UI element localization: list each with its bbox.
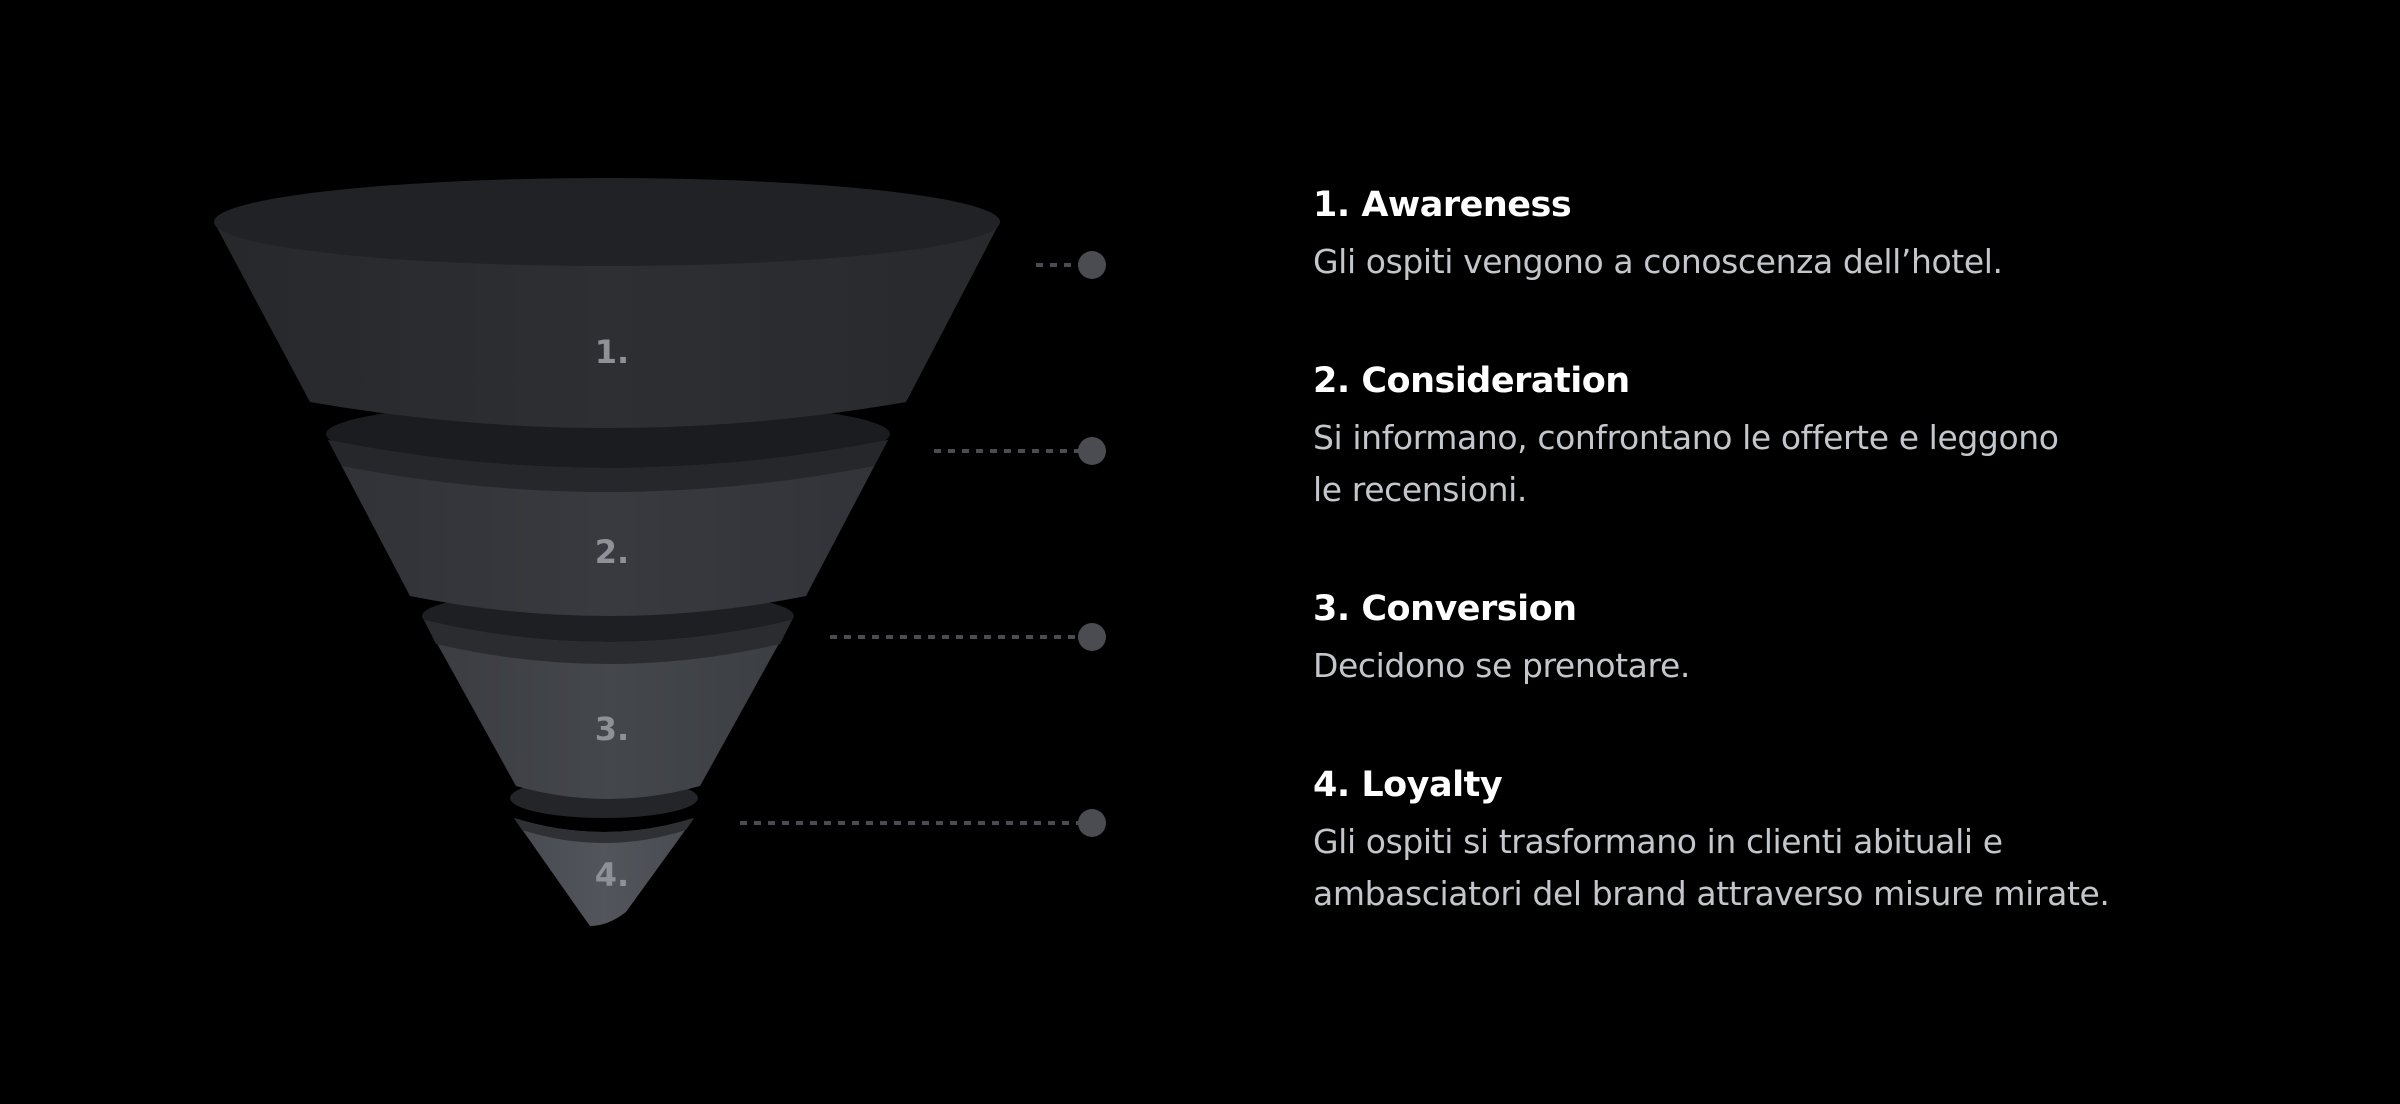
connector-3 [830,623,1106,651]
step-4-description: Gli ospiti si trasformano in clienti abi… [1313,822,2110,913]
funnel-stage-2-number: 2. [595,533,629,571]
step-consideration: 2. Consideration Si informano, confronta… [1313,358,2193,516]
funnel-stage-3: 3. [422,589,794,799]
step-3-description: Decidono se prenotare. [1313,646,1690,685]
connector-4-dot [1078,809,1106,837]
step-awareness: 1. Awareness Gli ospiti vengono a conosc… [1313,182,2193,288]
connector-2 [934,437,1106,465]
step-conversion: 3. Conversion Decidono se prenotare. [1313,586,2193,692]
step-3-title: 3. Conversion [1313,589,1577,629]
funnel-stage-1: 1. [214,178,1000,428]
funnel-stage-4-number: 4. [595,856,629,894]
funnel-stage-2: 2. [326,400,890,616]
step-2-description: Si informano, confrontano le offerte e l… [1313,418,2059,509]
connector-1 [1036,251,1106,279]
connector-1-dot [1078,251,1106,279]
connector-4 [740,809,1106,837]
funnel-stage-4: 4. [510,778,698,926]
step-1-title: 1. Awareness [1313,185,1572,225]
step-2-title: 2. Consideration [1313,361,1630,401]
step-loyalty: 4. Loyalty Gli ospiti si trasformano in … [1313,762,2193,920]
connector-3-dot [1078,623,1106,651]
step-1-description: Gli ospiti vengono a conoscenza dell’hot… [1313,242,2003,281]
funnel-stage-1-number: 1. [595,333,629,371]
funnel-stage-3-number: 3. [595,710,629,748]
step-4-title: 4. Loyalty [1313,765,1503,805]
connector-2-dot [1078,437,1106,465]
